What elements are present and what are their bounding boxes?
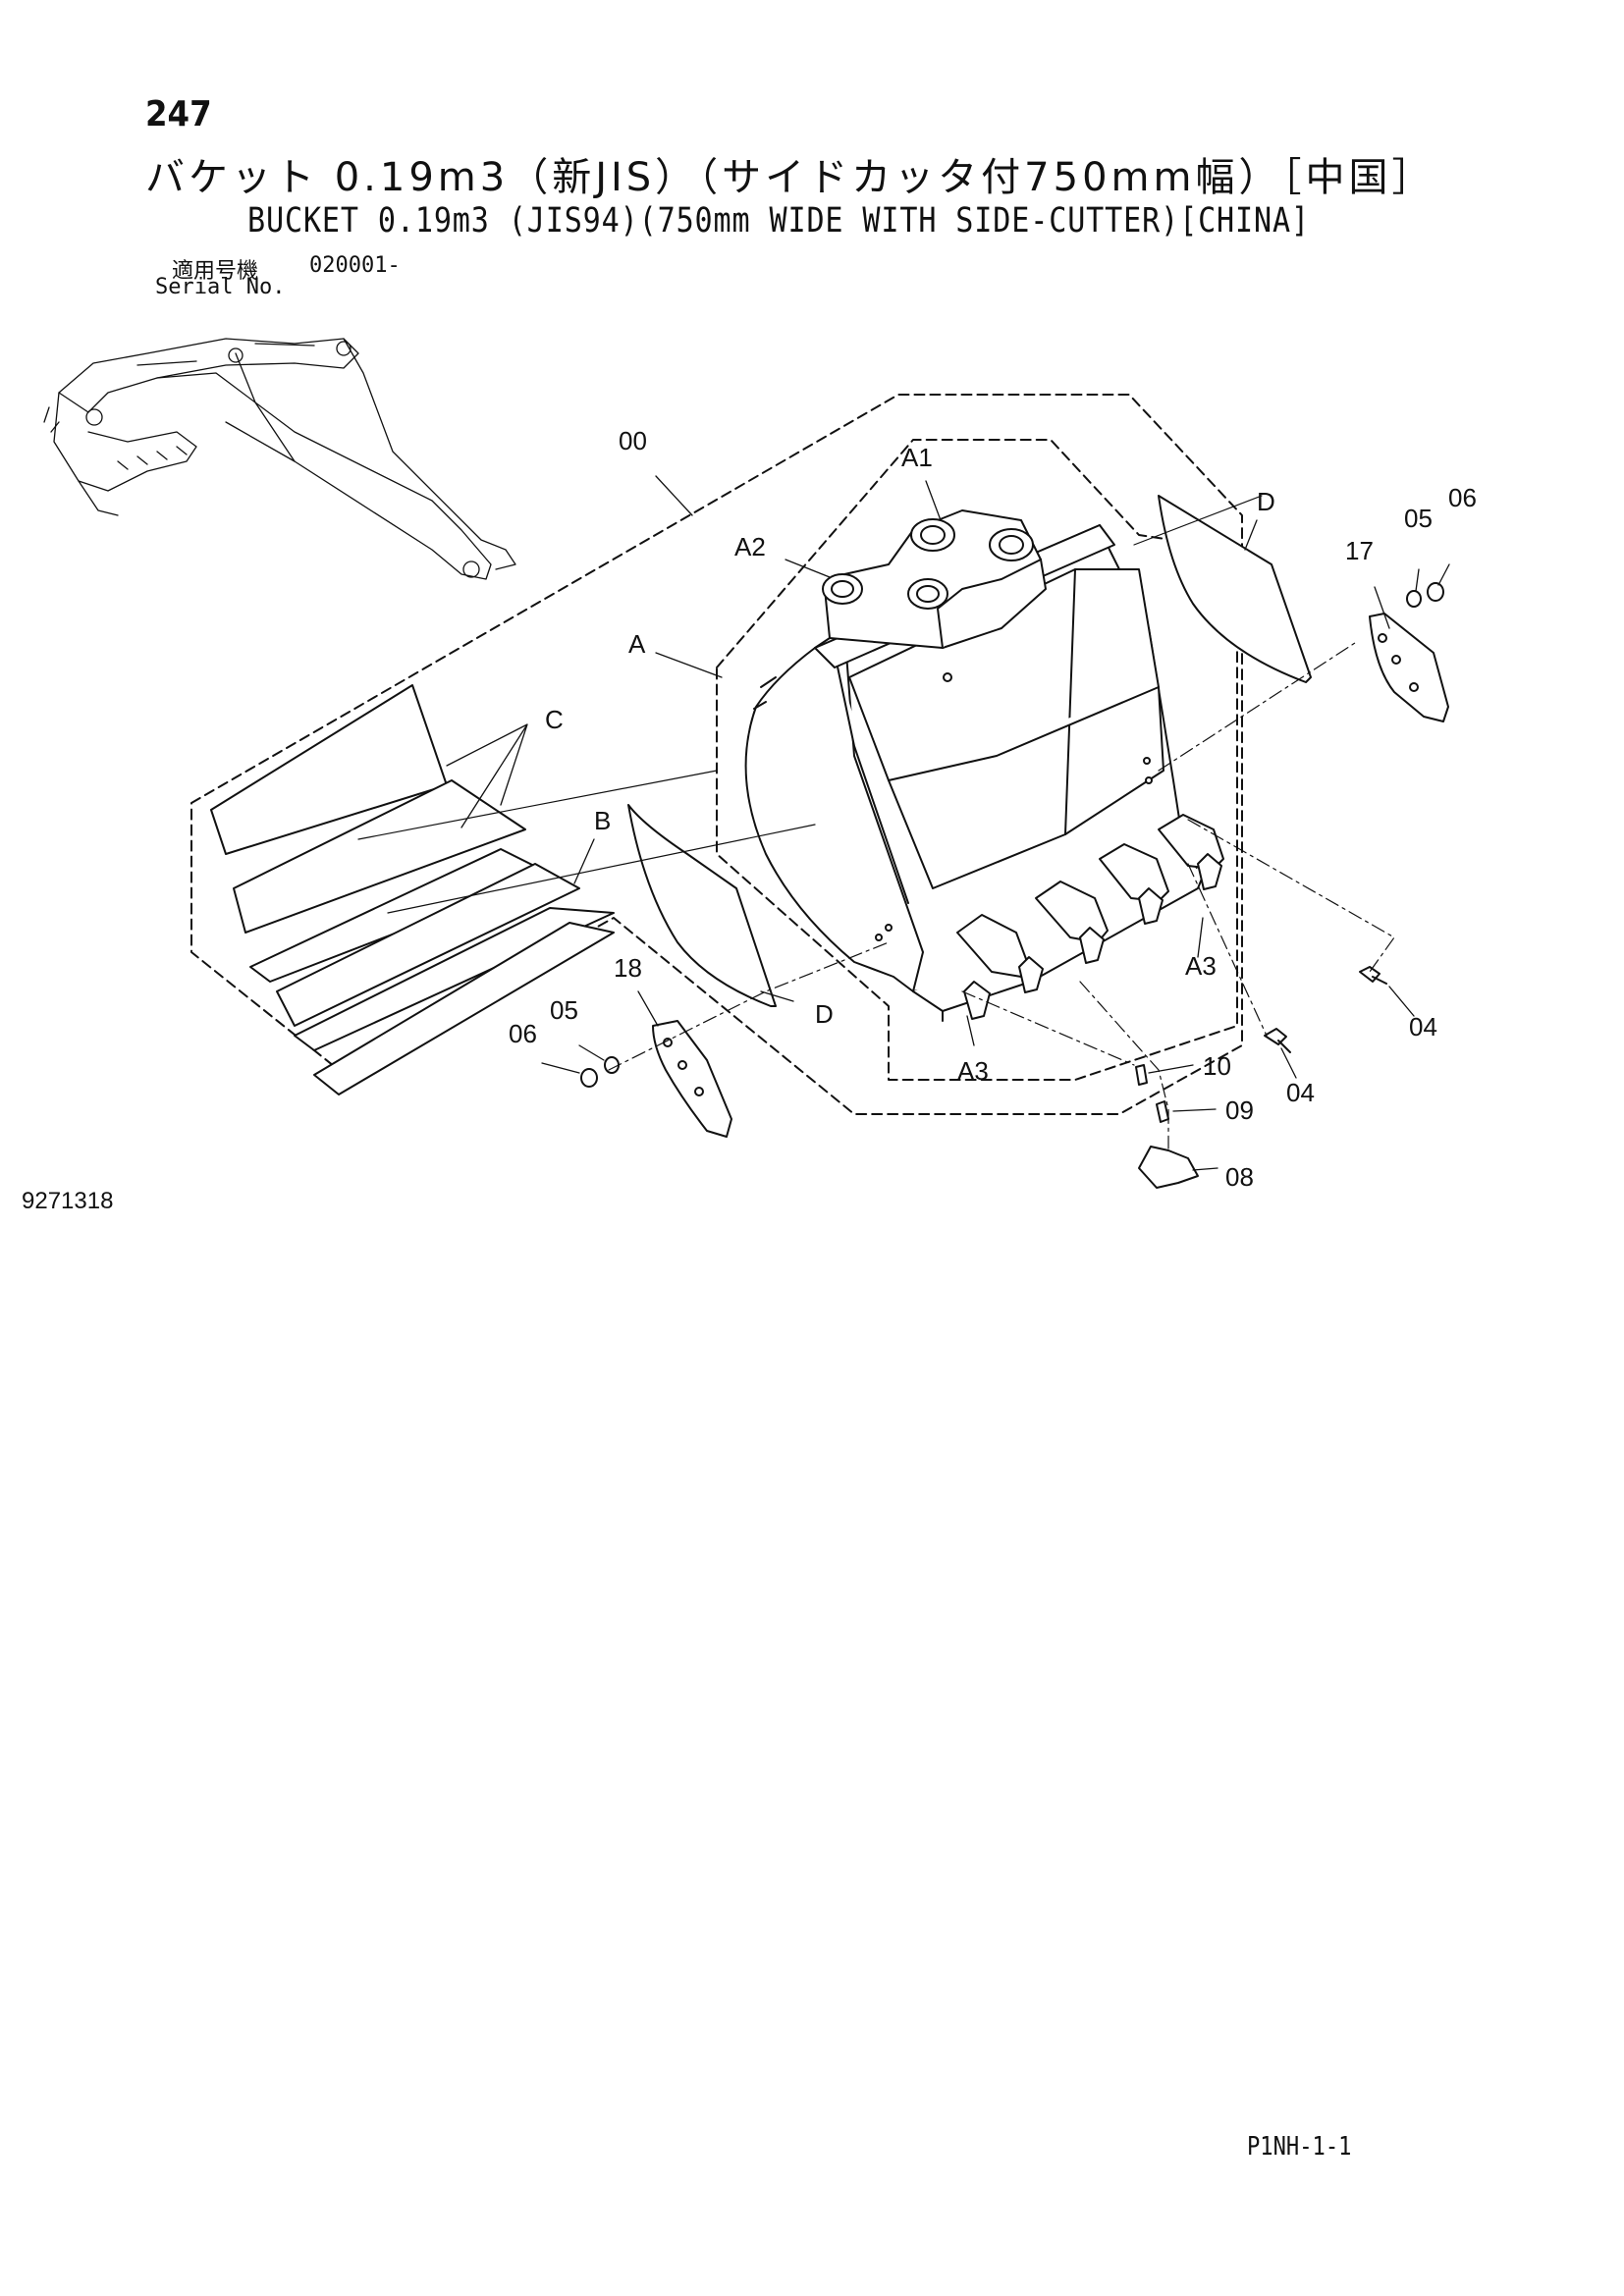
callout-d-right: D (1257, 487, 1275, 516)
callout-c: C (545, 705, 564, 734)
side-cutter-right (1158, 495, 1312, 683)
page-code: P1NH-1-1 (1247, 2132, 1352, 2162)
callout-a3-right: A3 (1185, 951, 1217, 981)
title-english: BUCKET 0.19m3 (JIS94)(750mm WIDE WITH SI… (247, 201, 1310, 240)
callout-a: A (628, 629, 646, 659)
bucket-teeth (956, 814, 1224, 1020)
callout-a2: A2 (734, 532, 766, 561)
serial-label-japanese: 適用号機 (172, 259, 259, 284)
nut-06-left (580, 1068, 598, 1088)
callout-d-left: D (815, 999, 834, 1029)
washer-05-right (1406, 590, 1422, 608)
callout-a3-left: A3 (957, 1056, 989, 1086)
callout-00: 00 (619, 426, 647, 455)
serial-label-english: Serial No. (155, 275, 286, 299)
callout-04-right: 04 (1409, 1012, 1437, 1041)
liner-plates (210, 684, 615, 1095)
assembly-center-lines (608, 642, 1395, 1149)
callout-09: 09 (1225, 1095, 1254, 1125)
callout-06-left: 06 (509, 1019, 537, 1048)
callout-10: 10 (1203, 1051, 1231, 1081)
callout-05-left: 05 (550, 995, 578, 1025)
page-number: 247 (145, 94, 212, 134)
excavator-arm-thumbnail (43, 338, 516, 580)
callout-leaders (446, 475, 1450, 1171)
projection-lines (357, 495, 1263, 914)
callout-b: B (594, 806, 611, 835)
callout-18: 18 (614, 953, 642, 983)
side-cutter-plate-18 (652, 1020, 732, 1138)
serial-range: 020001- (309, 253, 401, 278)
callout-05-right: 05 (1404, 504, 1433, 533)
tooth-08 (1138, 1146, 1199, 1189)
callout-a1: A1 (901, 443, 933, 472)
assembly-boundary-00 (190, 394, 1243, 1115)
bushing-a2 (822, 573, 948, 610)
plate-17-holes (1378, 633, 1419, 692)
callout-17: 17 (1345, 536, 1374, 565)
callout-06-right: 06 (1448, 483, 1477, 512)
washer-05-left (604, 1056, 620, 1074)
title-japanese: バケット 0.19m3（新JIS）（サイドカッタ付750mm幅）［中国］ (145, 155, 1435, 200)
bucket-boundary (716, 439, 1238, 1081)
side-cutter-plate-17 (1369, 613, 1449, 722)
bolt-04-right (1359, 966, 1387, 985)
nut-06-right (1427, 582, 1444, 602)
bolt-04-bottom (1264, 1028, 1291, 1053)
bushing-a1-large (910, 518, 1034, 561)
drawing-number: 9271318 (22, 1188, 114, 1214)
callout-labels: 00 A A1 A2 A3 A3 B C D D 04 04 05 05 06 … (509, 426, 1477, 1192)
pin-10 (1135, 1064, 1148, 1086)
callout-08: 08 (1225, 1162, 1254, 1192)
side-cutter-left (627, 804, 777, 1007)
callout-04-bottom: 04 (1286, 1078, 1315, 1107)
